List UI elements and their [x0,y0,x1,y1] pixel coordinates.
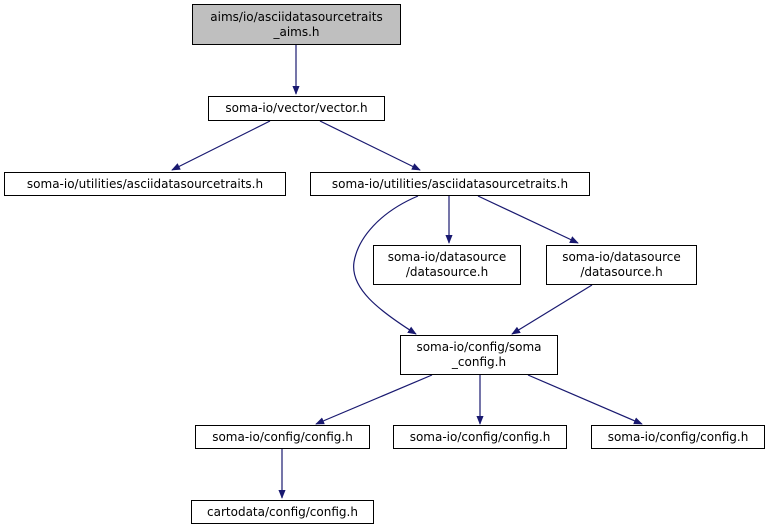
edge-soma-config-config-left [315,374,433,425]
node-config-mid[interactable]: soma-io/config/config.h [393,425,567,449]
edge-ds-right-soma-config [511,284,593,335]
edge-adst-right-soma-config [353,195,419,335]
node-vector-label: soma-io/vector/vector.h [225,101,368,115]
node-soma-config-line2: _config.h [451,355,507,369]
node-config-right[interactable]: soma-io/config/config.h [591,425,765,449]
node-root-line2: _aims.h [273,24,320,39]
node-adst-right[interactable]: soma-io/utilities/asciidatasourcetraits.… [310,172,590,196]
edge-vector-adst-right [319,120,421,171]
node-adst-left-label: soma-io/utilities/asciidatasourcetraits.… [26,176,264,191]
node-soma-config-line1: soma-io/config/soma [416,340,542,354]
node-datasource-left-line1: soma-io/datasource [387,250,507,264]
node-config-left-label: soma-io/config/config.h [212,429,353,444]
node-datasource-right[interactable]: soma-io/datasource /datasource.h [546,245,697,285]
edge-adst-right-ds-right [477,195,579,244]
node-vector[interactable]: soma-io/vector/vector.h [208,96,385,121]
edge-soma-config-config-right [527,374,643,425]
node-datasource-left-line2: /datasource.h [405,265,489,279]
node-datasource-right-line2: /datasource.h [580,265,663,279]
node-datasource-left[interactable]: soma-io/datasource /datasource.h [373,245,521,285]
node-config-mid-label: soma-io/config/config.h [409,429,551,444]
node-adst-left[interactable]: soma-io/utilities/asciidatasourcetraits.… [4,172,286,196]
node-adst-right-label: soma-io/utilities/asciidatasourcetraits.… [331,176,569,191]
node-config-left[interactable]: soma-io/config/config.h [195,425,370,449]
node-datasource-right-line1: soma-io/datasource [562,250,681,264]
node-config-right-label: soma-io/config/config.h [607,429,749,444]
edge-vector-adst-left [171,120,271,171]
node-cartodata-label: cartodata/config/config.h [207,504,358,519]
node-root-file[interactable]: aims/io/asciidatasourcetraits _aims.h [192,4,401,45]
node-root-line1: aims/io/asciidatasourcetraits [210,9,383,24]
node-soma-config[interactable]: soma-io/config/soma _config.h [400,335,558,375]
node-cartodata-config[interactable]: cartodata/config/config.h [191,500,374,524]
